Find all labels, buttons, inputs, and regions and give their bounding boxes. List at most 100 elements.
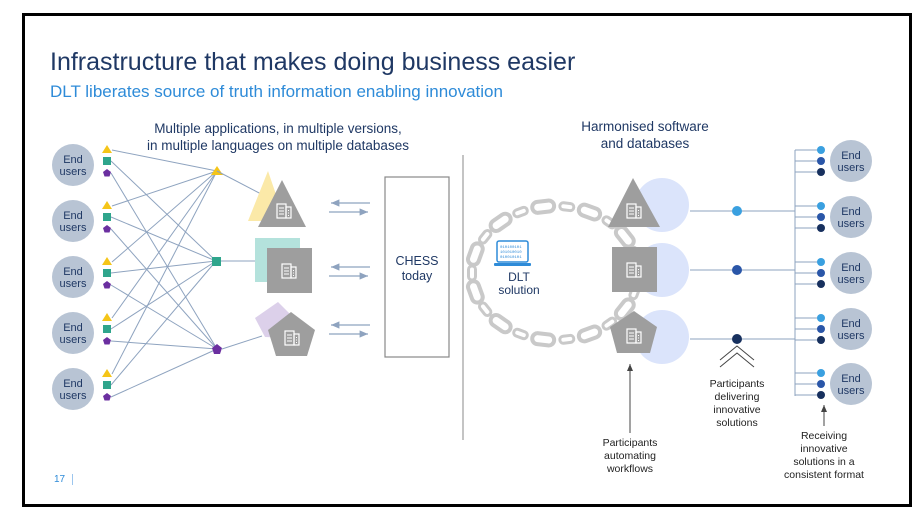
user-dot	[817, 157, 825, 165]
chain-link	[576, 202, 603, 222]
chain-link	[558, 201, 576, 213]
laptop-binary-icon: 010100101 101010010 010010101	[494, 240, 531, 266]
end-user-label-line2: users	[838, 330, 865, 342]
exchange-arrows	[329, 199, 370, 338]
end-user-label-line1: End	[63, 322, 83, 334]
end-user-circle	[52, 144, 94, 186]
pentagon-icon	[103, 281, 111, 289]
square-icon	[103, 157, 111, 165]
app-pentagon	[255, 302, 315, 356]
link-line	[110, 216, 217, 262]
user-dot	[817, 391, 825, 399]
svg-text:010010101: 010010101	[500, 256, 522, 260]
end-user-circle	[830, 196, 872, 238]
user-dot	[817, 314, 825, 322]
chain-link	[512, 205, 529, 219]
chain-link	[576, 324, 603, 344]
end-user-label-line2: users	[60, 390, 87, 402]
user-dot	[817, 213, 825, 221]
user-dot	[817, 224, 825, 232]
pentagon-icon	[103, 337, 111, 345]
end-user-label-line2: users	[60, 166, 87, 178]
end-user-label-line1: End	[63, 210, 83, 222]
triangle-icon	[102, 201, 112, 209]
svg-text:101010010: 101010010	[500, 251, 522, 255]
link-line	[111, 170, 218, 375]
automating-line3: workflows	[606, 463, 653, 475]
app-triangle	[248, 171, 306, 227]
end-user-label-line1: End	[63, 378, 83, 390]
triangle-icon	[102, 145, 112, 153]
pentagon-icon	[103, 225, 111, 233]
user-dot	[817, 146, 825, 154]
triangle-icon	[102, 313, 112, 321]
triangle-icon	[102, 257, 112, 265]
end-user-label-line1: End	[841, 318, 861, 330]
automating-line2: automating	[604, 450, 656, 462]
link-line	[111, 149, 218, 172]
end-user-circle	[830, 140, 872, 182]
receiving-line2: innovative	[800, 443, 847, 455]
right-heading-line2: and databases	[601, 136, 690, 151]
receiving-line4: consistent format	[784, 469, 864, 481]
square-icon	[103, 269, 111, 277]
chevron-up-icon	[719, 345, 755, 368]
chain-link	[477, 301, 493, 317]
left-network-lines	[110, 149, 218, 398]
end-user-label-line1: End	[841, 373, 861, 385]
pentagon-icon	[103, 393, 111, 401]
delivering-line3: innovative	[713, 404, 760, 416]
chain-link	[477, 229, 493, 245]
dlt-label-line2: solution	[498, 283, 539, 297]
app-square	[255, 238, 312, 293]
right-app-pentagon	[610, 311, 657, 353]
user-dot	[817, 202, 825, 210]
chess-label-line1: CHESS	[395, 254, 438, 268]
end-user-label-line1: End	[841, 150, 861, 162]
link-line	[110, 284, 218, 350]
end-user-circle	[52, 368, 94, 410]
right-app-square	[612, 247, 657, 292]
link-line	[111, 170, 218, 207]
end-user-circle	[52, 312, 94, 354]
delivering-line2: delivering	[715, 391, 760, 403]
chain-link	[488, 211, 513, 234]
link-line	[111, 170, 218, 319]
chain-link	[530, 198, 557, 215]
slide-title: Infrastructure that makes doing business…	[50, 48, 576, 76]
node-dot-light	[732, 206, 742, 216]
user-dot	[817, 168, 825, 176]
end-user-label-line2: users	[838, 218, 865, 230]
automating-line1: Participants	[603, 437, 658, 449]
hub-link-triangle	[216, 170, 266, 197]
end-user-label-line2: users	[60, 278, 87, 290]
dlt-label-line1: DLT	[508, 270, 530, 284]
link-line	[111, 170, 218, 263]
square-icon	[103, 325, 111, 333]
user-dot	[817, 269, 825, 277]
delivering-line1: Participants	[710, 378, 765, 390]
hub-pentagon-icon	[212, 344, 222, 354]
user-dot	[817, 336, 825, 344]
chain-link	[465, 241, 485, 267]
square-icon	[103, 213, 111, 221]
end-user-label-line2: users	[838, 385, 865, 397]
end-user-label-line1: End	[63, 266, 83, 278]
chain-link	[613, 224, 636, 249]
end-user-label-line2: users	[838, 274, 865, 286]
end-user-circle	[830, 308, 872, 350]
hub-square-icon	[212, 257, 221, 266]
chess-label-line2: today	[402, 269, 433, 283]
pentagon-icon	[103, 169, 111, 177]
chain-link	[467, 264, 477, 282]
chain-link	[465, 279, 485, 305]
left-heading-line1: Multiple applications, in multiple versi…	[154, 121, 402, 136]
